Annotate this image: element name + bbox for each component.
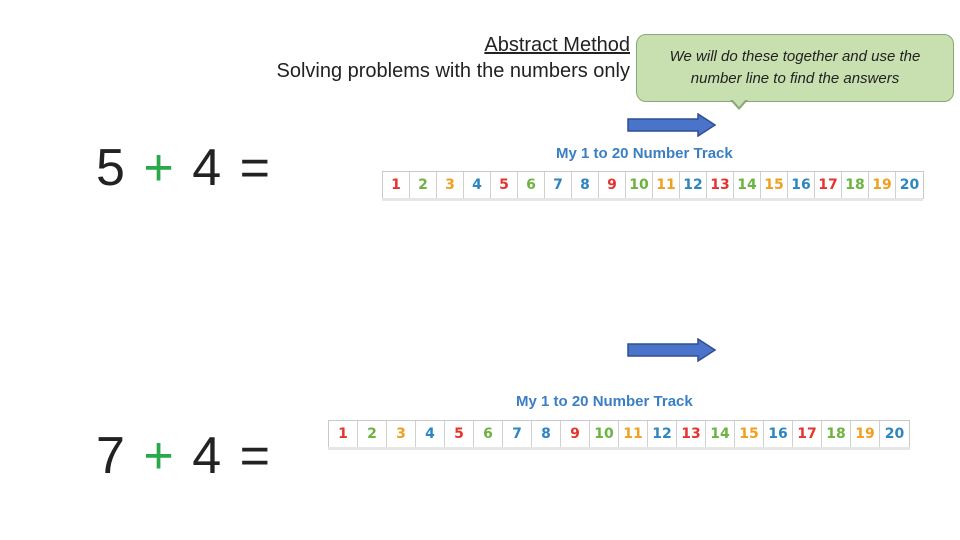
number-cell-16: 16: [764, 421, 793, 447]
number-cell-5: 5: [445, 421, 474, 447]
number-cell-1: 1: [383, 172, 410, 198]
equation-1-a: 5: [96, 139, 127, 197]
number-cell-5: 5: [491, 172, 518, 198]
number-cell-18: 18: [842, 172, 869, 198]
number-cell-17: 17: [793, 421, 822, 447]
number-cell-3: 3: [437, 172, 464, 198]
number-cell-1: 1: [329, 421, 358, 447]
equation-1: 5 + 4 =: [96, 140, 272, 196]
number-cell-10: 10: [626, 172, 653, 198]
callout-tail-fill: [732, 99, 746, 107]
number-track-title: My 1 to 20 Number Track: [516, 393, 693, 410]
number-cell-4: 4: [416, 421, 445, 447]
number-cell-2: 2: [358, 421, 387, 447]
number-cell-10: 10: [590, 421, 619, 447]
callout-text: We will do these together and use the nu…: [669, 48, 921, 87]
number-cell-2: 2: [410, 172, 437, 198]
number-cell-3: 3: [387, 421, 416, 447]
number-cell-20: 20: [899, 177, 920, 193]
equation-2: 7 + 4 =: [96, 428, 272, 484]
number-cell-13: 13: [707, 172, 734, 198]
equation-2-plus: +: [143, 427, 176, 485]
slide-title-block: Abstract Method Solving problems with th…: [230, 32, 630, 84]
number-cell-16: 16: [788, 172, 815, 198]
number-cell-8: 8: [532, 421, 561, 447]
number-cell-7: 7: [545, 172, 572, 198]
equation-1-b: 4: [192, 139, 224, 197]
speech-callout: We will do these together and use the nu…: [636, 34, 954, 102]
number-cell-9: 9: [599, 172, 626, 198]
number-cell-6: 6: [474, 421, 503, 447]
number-cell-13: 13: [677, 421, 706, 447]
number-cell-12: 12: [648, 421, 677, 447]
number-cell-11: 11: [653, 172, 680, 198]
equation-2-a: 7: [96, 427, 127, 485]
number-cell-18: 18: [822, 421, 851, 447]
number-track-1-edge: [382, 198, 923, 201]
number-cell-19: 19: [851, 421, 880, 447]
equation-1-plus: +: [143, 139, 176, 197]
number-cell-20: 20: [884, 426, 905, 442]
slide-subtitle: Solving problems with the numbers only: [276, 60, 630, 82]
number-cell-19: 19: [869, 172, 896, 198]
equation-2-b: 4: [192, 427, 224, 485]
number-track-title: My 1 to 20 Number Track: [556, 145, 733, 162]
number-cell-4: 4: [464, 172, 491, 198]
equation-2-equals: =: [239, 427, 272, 485]
number-cell-15: 15: [761, 172, 788, 198]
number-cell-15: 15: [735, 421, 764, 447]
number-cell-7: 7: [503, 421, 532, 447]
equation-1-equals: =: [239, 139, 272, 197]
right-arrow-icon: [627, 338, 717, 362]
number-cell-12: 12: [680, 172, 707, 198]
number-cell-11: 11: [619, 421, 648, 447]
number-cell-6: 6: [518, 172, 545, 198]
number-track-2-edge: [328, 447, 910, 450]
number-cell-17: 17: [815, 172, 842, 198]
number-cell-8: 8: [572, 172, 599, 198]
number-cell-14: 14: [734, 172, 761, 198]
number-cell-9: 9: [561, 421, 590, 447]
right-arrow-icon: [627, 113, 717, 137]
slide-title: Abstract Method: [484, 34, 630, 56]
number-cell-14: 14: [706, 421, 735, 447]
